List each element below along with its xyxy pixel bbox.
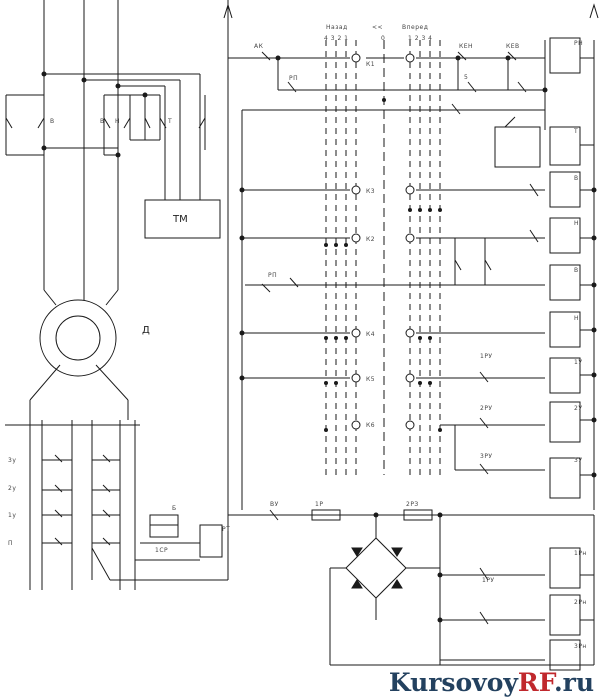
label-k1: К1 — [366, 61, 375, 68]
label-lower-3rn: 3Рн — [574, 643, 587, 650]
label-coil-v: В — [574, 175, 579, 182]
label-k6: К6 — [366, 422, 375, 429]
label-switch-v: В — [50, 118, 55, 125]
labels: Назад << Вперед 4 3 2 1 0 1 2 3 4 Д ТМ К… — [8, 24, 587, 650]
watermark: KursovoyRF.ru — [389, 668, 594, 697]
label-coil-2u: 2У — [574, 405, 582, 412]
controller-drum — [325, 40, 441, 475]
watermark-accent: RF — [517, 668, 554, 697]
label-k2: К2 — [366, 236, 375, 243]
label-capacitor-right: 2РЗ — [406, 501, 419, 508]
label-res-2u: 2у — [8, 485, 16, 492]
label-rp: РП — [289, 75, 298, 82]
label-coil-1u: 1У — [574, 359, 582, 366]
label-motor: Д — [142, 325, 150, 336]
label-rp-2: РП — [268, 272, 277, 279]
watermark-prefix: Kursovoy — [388, 668, 518, 697]
label-ak: АК — [254, 43, 264, 50]
label-backward-positions: 1 2 3 4 — [408, 35, 433, 42]
control-circuit — [228, 37, 595, 671]
label-transformer: ТМ — [172, 214, 188, 225]
label-rt: РТ — [222, 526, 230, 533]
rectifier-diodes — [351, 547, 403, 589]
label-coil-v2: В — [574, 267, 579, 274]
drum-contacts — [351, 53, 415, 430]
label-res-p: П — [8, 540, 13, 547]
label-vu: ВУ — [270, 501, 279, 508]
junction-dots — [41, 55, 597, 623]
label-coil-3u: 3У — [574, 457, 582, 464]
label-kev: КЕВ — [506, 43, 520, 50]
label-k4: К4 — [366, 331, 375, 338]
label-rh-top: РН — [574, 40, 583, 47]
label-coil-n: Н — [574, 220, 579, 227]
supply-arrows — [223, 3, 599, 19]
label-k5: К5 — [366, 376, 375, 383]
watermark-suffix: .ru — [553, 668, 594, 697]
label-switch-v2: В — [100, 118, 105, 125]
label-relay-1ru: 1РУ — [480, 353, 493, 360]
label-ken: КЕН — [459, 43, 473, 50]
label-zero: 0 — [381, 35, 385, 42]
label-lower-relay: 1РУ — [482, 577, 495, 584]
label-lower-1rn: 1Рн — [574, 550, 587, 557]
label-res-1u: 1у — [8, 512, 16, 519]
label-res-3u: 3у — [8, 457, 16, 464]
label-forward-positions: 4 3 2 1 — [324, 35, 349, 42]
label-arrow: << — [372, 24, 383, 31]
label-coil-n2: Н — [574, 315, 579, 322]
label-capacitor-left: 1СР — [155, 547, 168, 554]
label-coil-t: Т — [573, 128, 578, 135]
label-lower-2rn: 2Рн — [574, 599, 587, 606]
label-switch-5: 5 — [464, 74, 468, 81]
label-r1: 1Р — [315, 501, 323, 508]
power-section — [5, 0, 229, 590]
label-forward: Назад — [326, 24, 348, 31]
label-switch-t: Т — [167, 118, 172, 125]
label-relay-2ru: 2РУ — [480, 405, 493, 412]
label-switch-n: Н — [115, 118, 120, 125]
label-relay-3ru: 3РУ — [480, 453, 493, 460]
label-k3: К3 — [366, 188, 375, 195]
label-backward: Вперед — [402, 24, 428, 31]
label-brake: Б — [172, 505, 177, 512]
